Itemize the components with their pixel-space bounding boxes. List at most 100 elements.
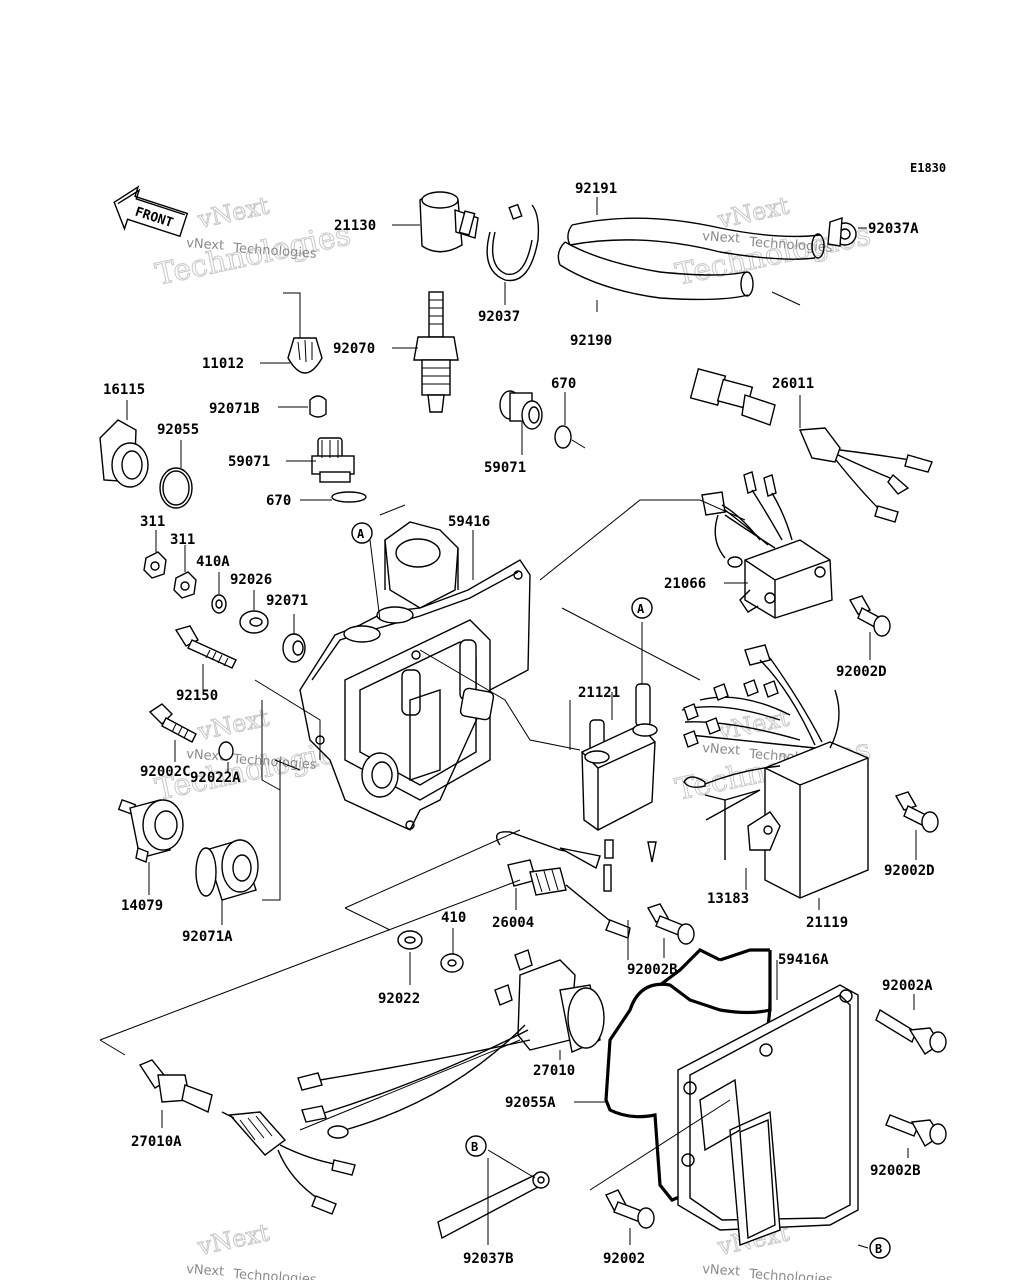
grommet-92071B-shape bbox=[309, 395, 327, 418]
spark-plug-cap-shape bbox=[419, 191, 479, 253]
watermark-bottom-left: vNext vNext Technologies bbox=[186, 1218, 318, 1280]
label-92071B: 92071B bbox=[209, 401, 260, 417]
ignition-coil-21121-shape bbox=[581, 683, 658, 892]
bolt-92150-shape bbox=[174, 625, 237, 669]
nut-311-a-shape bbox=[143, 551, 167, 579]
label-27010A: 27010A bbox=[131, 1134, 182, 1150]
o-ring-670-left-shape bbox=[331, 491, 367, 503]
nut-311-b-shape bbox=[173, 571, 197, 599]
o-ring-670-right-lead bbox=[571, 439, 586, 449]
washer-92022-shape bbox=[397, 930, 423, 950]
label-92037A: 92037A bbox=[868, 221, 919, 237]
label-21121: 21121 bbox=[578, 685, 620, 701]
grommet-92026-shape bbox=[239, 610, 269, 634]
label-16115: 16115 bbox=[103, 382, 145, 398]
clamp-band-shape bbox=[486, 203, 540, 282]
plug-cap-11012-shape bbox=[283, 292, 323, 374]
hose-lower-shape bbox=[557, 241, 801, 306]
svg-text:vNext: vNext bbox=[194, 191, 272, 234]
regulator-21066-shape bbox=[701, 471, 833, 619]
hose-upper-shape bbox=[567, 217, 825, 260]
label-21066: 21066 bbox=[664, 576, 706, 592]
sensor-27010A-shape bbox=[99, 879, 521, 1215]
label-92002B-center: 92002B bbox=[627, 962, 678, 978]
front-arrow-icon: FRONT bbox=[113, 185, 189, 238]
bolt-92002D-lower-shape bbox=[894, 791, 939, 833]
filler-cap-shape bbox=[99, 419, 149, 488]
bolt-92002A-shape bbox=[875, 1008, 947, 1055]
label-14079: 14079 bbox=[121, 898, 163, 914]
label-92002: 92002 bbox=[603, 1251, 645, 1267]
label-92190: 92190 bbox=[570, 333, 612, 349]
label-311-b: 311 bbox=[170, 532, 195, 548]
label-92070: 92070 bbox=[333, 341, 375, 357]
label-92002D-lower: 92002D bbox=[884, 863, 935, 879]
svg-text:vNext: vNext bbox=[702, 1262, 741, 1280]
washer-410A-shape bbox=[211, 594, 227, 614]
svg-text:Technologies: Technologies bbox=[232, 752, 318, 773]
label-59071-left: 59071 bbox=[228, 454, 270, 470]
rubber-92071A-shape bbox=[195, 839, 259, 901]
label-92071A: 92071A bbox=[182, 929, 233, 945]
label-92055: 92055 bbox=[157, 422, 199, 438]
callout-A-coil: A bbox=[631, 597, 653, 619]
label-311-a: 311 bbox=[140, 514, 165, 530]
svg-text:FRONT: FRONT bbox=[133, 205, 175, 231]
svg-text:vNext: vNext bbox=[702, 229, 741, 247]
label-92037B: 92037B bbox=[463, 1251, 514, 1267]
strap-92037B-shape bbox=[437, 1171, 550, 1240]
bolt-92002B-right-shape bbox=[885, 1114, 947, 1148]
label-92002D-upper: 92002D bbox=[836, 664, 887, 680]
label-92071: 92071 bbox=[266, 593, 308, 609]
label-670-right: 670 bbox=[551, 376, 576, 392]
svg-text:A: A bbox=[357, 527, 365, 541]
cover-59416A-shape bbox=[677, 984, 859, 1246]
label-92002C: 92002C bbox=[140, 764, 191, 780]
sensor-26011-shape bbox=[689, 368, 933, 523]
label-21119: 21119 bbox=[806, 915, 848, 931]
hose-clamp-shape bbox=[827, 217, 857, 247]
label-59416: 59416 bbox=[448, 514, 490, 530]
label-13183: 13183 bbox=[707, 891, 749, 907]
bolt-92002-shape bbox=[605, 1189, 655, 1229]
svg-text:vNext: vNext bbox=[186, 747, 225, 765]
svg-text:B: B bbox=[875, 1242, 882, 1256]
label-92002B-right: 92002B bbox=[870, 1163, 921, 1179]
svg-text:B: B bbox=[471, 1140, 478, 1154]
label-670-left: 670 bbox=[266, 493, 291, 509]
callout-B-strap: B bbox=[465, 1135, 487, 1157]
label-410: 410 bbox=[441, 910, 466, 926]
bolt-92002C-shape bbox=[148, 703, 197, 743]
bolt-92002D-upper-shape bbox=[848, 595, 891, 637]
o-ring-92055-inner-shape bbox=[162, 470, 190, 506]
diagram-ref-code: E1830 bbox=[910, 161, 946, 175]
washer-92022-hole-shape bbox=[404, 936, 416, 944]
solenoid-27010-shape bbox=[297, 949, 605, 1139]
label-59071-right: 59071 bbox=[484, 460, 526, 476]
svg-text:vNext: vNext bbox=[194, 1218, 272, 1261]
label-59416A: 59416A bbox=[778, 952, 829, 968]
grommet-92071-shape bbox=[282, 633, 306, 663]
label-92022A: 92022A bbox=[190, 770, 241, 786]
fitting-59071-left-shape bbox=[311, 437, 355, 483]
svg-text:Technologies: Technologies bbox=[232, 1267, 318, 1280]
fitting-59071-right-shape bbox=[499, 390, 543, 430]
bolt-92002B-center-shape bbox=[646, 903, 695, 945]
igniter-21119-shape bbox=[681, 644, 869, 899]
svg-text:A: A bbox=[637, 602, 645, 616]
label-92026: 92026 bbox=[230, 572, 272, 588]
svg-text:Technologies: Technologies bbox=[232, 241, 318, 262]
svg-text:Technologies: Technologies bbox=[748, 1267, 834, 1280]
bracket-13183-lead-shape bbox=[705, 789, 761, 821]
washer-92022A-shape bbox=[218, 741, 234, 761]
sensor-26004-shape bbox=[496, 831, 631, 939]
svg-text:vNext: vNext bbox=[186, 236, 225, 254]
label-26011: 26011 bbox=[772, 376, 814, 392]
svg-text:vNext: vNext bbox=[186, 1262, 225, 1280]
callout-A-upper: A bbox=[351, 522, 373, 544]
label-410A: 410A bbox=[196, 554, 230, 570]
svg-text:vNext: vNext bbox=[194, 703, 272, 746]
o-ring-670-right-shape bbox=[554, 425, 572, 449]
label-92022: 92022 bbox=[378, 991, 420, 1007]
callout-B-cover: B bbox=[869, 1237, 891, 1259]
